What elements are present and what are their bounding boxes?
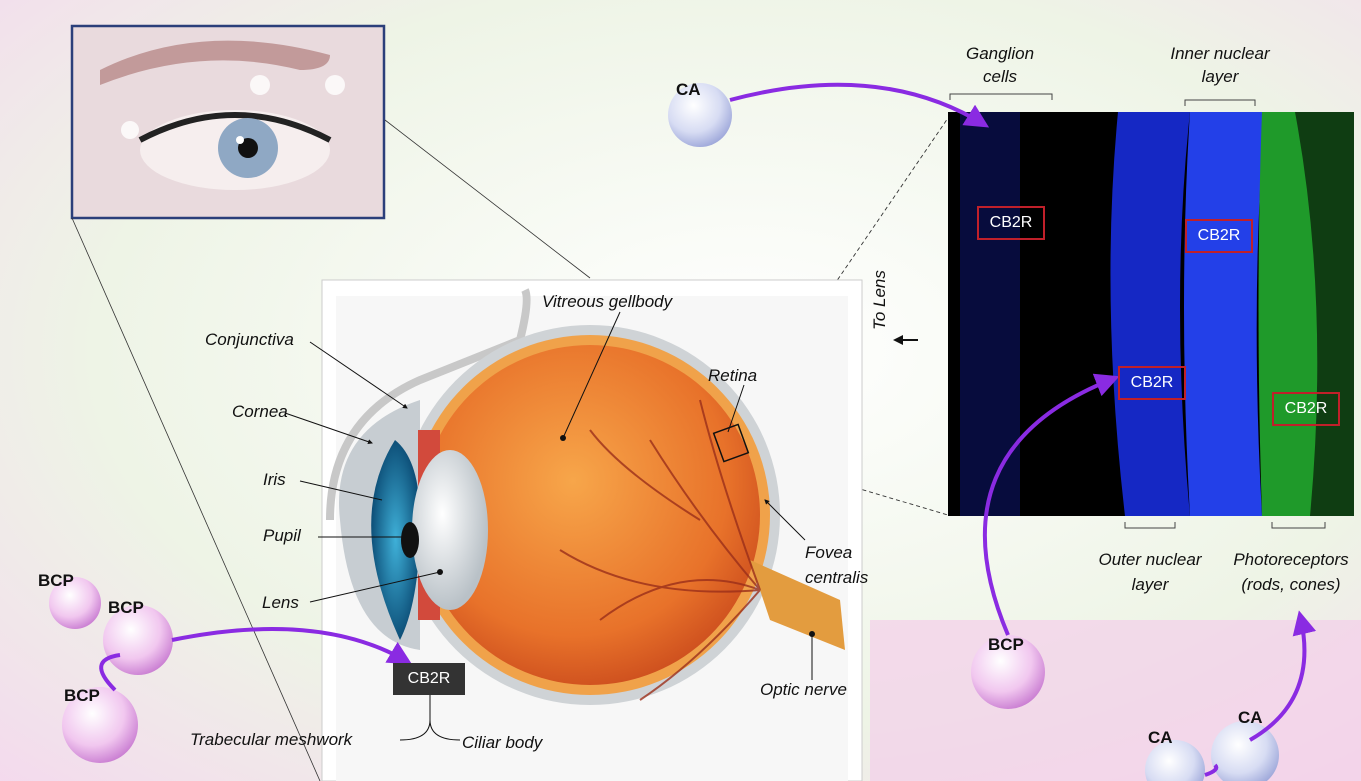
label-trabecular: Trabecular meshwork [190,730,352,750]
label-vitreous: Vitreous gellbody [542,292,672,312]
molecule-ca-bottom-2: CA [1238,708,1263,728]
receptor-box-outer-nuclear: CB2R [1118,366,1186,400]
label-fovea-2: centralis [805,568,868,588]
label-photoreceptors-1: Photoreceptors [1222,550,1360,570]
receptor-box-eye: CB2R [393,663,465,695]
receptor-box-photoreceptor: CB2R [1272,392,1340,426]
eye-photo-panel [72,26,384,218]
molecule-bcp-2: BCP [108,598,144,618]
label-fovea-1: Fovea [805,543,852,563]
molecule-bcp-3: BCP [64,686,100,706]
label-photoreceptors-2: (rods, cones) [1222,575,1360,595]
molecule-bcp-1: BCP [38,571,74,591]
molecule-bcp-right: BCP [988,635,1024,655]
receptor-box-ganglion: CB2R [977,206,1045,240]
label-cornea: Cornea [232,402,288,422]
molecule-ca-top: CA [676,80,701,100]
label-to-lens: To Lens [870,270,890,330]
label-outer-nuclear-2: layer [1085,575,1215,595]
label-optic-nerve: Optic nerve [760,680,847,700]
label-ciliar: Ciliar body [462,733,542,753]
label-ganglion-2: cells [950,67,1050,87]
label-inner-nuclear-1: Inner nuclear [1150,44,1290,64]
label-ganglion-1: Ganglion [950,44,1050,64]
label-pupil: Pupil [263,526,301,546]
label-outer-nuclear-1: Outer nuclear [1085,550,1215,570]
receptor-box-inner-nuclear: CB2R [1185,219,1253,253]
label-inner-nuclear-2: layer [1150,67,1290,87]
molecule-ca-bottom-1: CA [1148,728,1173,748]
label-conjunctiva: Conjunctiva [205,330,294,350]
label-iris: Iris [263,470,286,490]
label-lens: Lens [262,593,299,613]
label-retina: Retina [708,366,757,386]
